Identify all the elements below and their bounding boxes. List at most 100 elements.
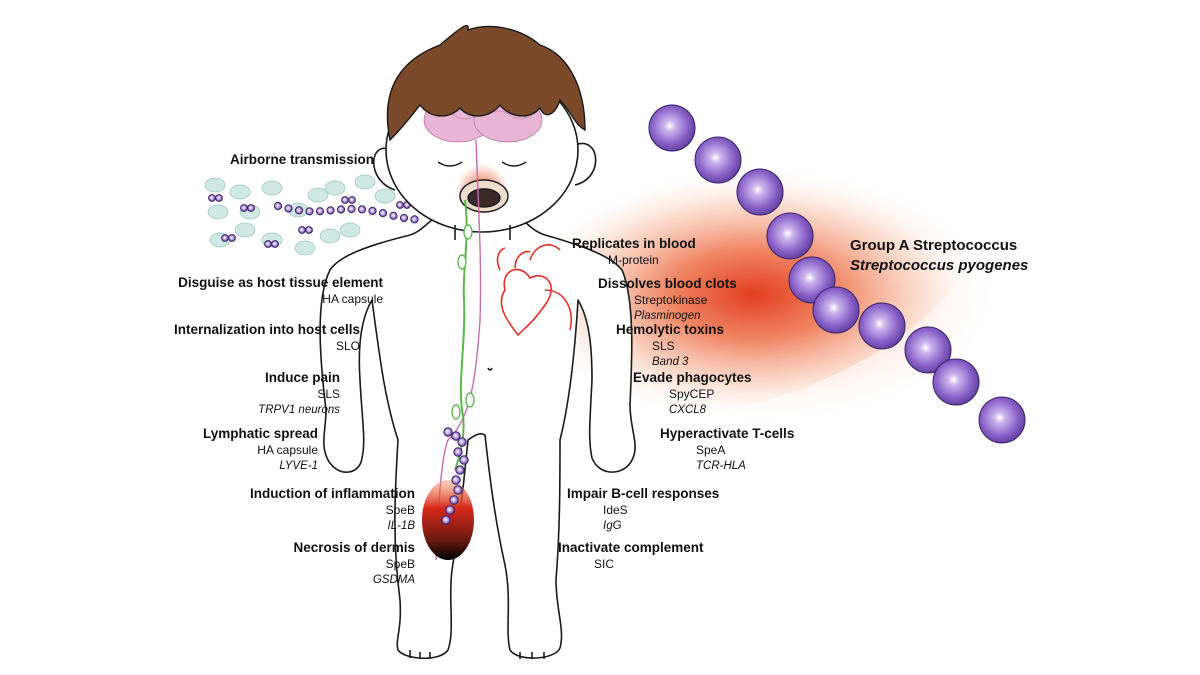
coccus-cell xyxy=(451,475,461,485)
coccus-cell xyxy=(305,226,313,234)
virulence-factor: SIC xyxy=(594,557,615,571)
droplet xyxy=(234,222,256,238)
host-target: Plasminogen xyxy=(634,310,701,322)
bacterium-species: Streptococcus pyogenes xyxy=(850,257,1029,274)
coccus-cell xyxy=(932,358,980,406)
coccus-cell xyxy=(389,211,398,220)
coccus-cell xyxy=(453,447,463,457)
coccus-cell xyxy=(357,205,367,214)
coccus-cell xyxy=(648,104,696,152)
virulence-factor: SpeB xyxy=(385,557,415,571)
annotation-title: Induce pain xyxy=(264,370,340,385)
gas-chain xyxy=(648,104,1026,444)
virulence-factor: SpyCEP xyxy=(669,387,715,401)
coccus-cell xyxy=(284,204,293,213)
heart xyxy=(496,244,572,337)
coccus-cell xyxy=(694,136,742,184)
virulence-factor: HA capsule xyxy=(257,443,318,457)
coccus-cell xyxy=(459,455,469,465)
coccus-cell xyxy=(221,234,229,242)
coccus-cell xyxy=(766,212,814,260)
host-target: IL-1B xyxy=(387,520,416,532)
coccus-cell xyxy=(341,196,349,204)
droplet xyxy=(229,184,251,200)
coccus-cell xyxy=(455,465,465,475)
coccus-cell xyxy=(348,196,356,204)
coccus-cell xyxy=(410,215,419,224)
droplet xyxy=(319,228,341,244)
host-target: LYVE-1 xyxy=(279,460,318,472)
coccus-cell xyxy=(208,194,216,202)
coccus-cell xyxy=(812,286,860,334)
coccus-cell xyxy=(298,226,306,234)
coccus-cell xyxy=(396,201,404,209)
droplet xyxy=(307,187,329,203)
annotation-airborne: Airborne transmission xyxy=(230,152,374,168)
coccus-cell xyxy=(326,206,335,215)
host-target: Band 3 xyxy=(652,356,689,368)
droplet xyxy=(261,180,283,196)
droplet xyxy=(324,180,346,196)
coccus-cell xyxy=(858,302,906,350)
coccus-cell xyxy=(441,515,451,525)
coccus-cell xyxy=(228,234,236,242)
face xyxy=(437,161,527,216)
coccus-cell xyxy=(271,240,279,248)
coccus-cell xyxy=(273,201,283,211)
coccus-cell xyxy=(978,396,1026,444)
droplet xyxy=(204,177,226,193)
bacterium-label: Group A Streptococcus Streptococcus pyog… xyxy=(850,236,1028,276)
virulence-factor: SLO xyxy=(335,339,360,353)
host-target: IgG xyxy=(603,520,622,532)
annotation-title: Inactivate complement xyxy=(558,540,704,555)
lymph-nodes xyxy=(451,224,475,420)
annotation-title: Induction of inflammation xyxy=(250,486,415,501)
host-target: GSDMA xyxy=(372,574,415,586)
coccus-cell xyxy=(347,204,356,214)
virulence-factor: M-protein xyxy=(608,253,659,267)
lymphatic-vessel xyxy=(454,199,468,471)
coccus-cell xyxy=(399,213,409,223)
coccus-cell xyxy=(215,194,223,202)
host-target: CXCL8 xyxy=(669,404,707,416)
droplet xyxy=(339,222,361,238)
coccus-cell xyxy=(240,204,248,212)
virulence-factor: SLS xyxy=(317,387,340,401)
virulence-factor: HA capsule xyxy=(322,292,383,306)
annotation-title: Internalization into host cells xyxy=(173,322,360,337)
annotation-title: Evade phagocytes xyxy=(633,370,752,385)
airborne-droplets xyxy=(204,174,419,256)
droplet xyxy=(354,174,376,190)
coccus-cell xyxy=(315,207,325,216)
virulence-factor: SpeB xyxy=(385,503,415,517)
virulence-factor: SpeA xyxy=(696,443,726,457)
coccus-cell xyxy=(368,206,377,215)
hair xyxy=(386,25,586,142)
coccus-cell xyxy=(378,209,388,218)
coccus-cell xyxy=(451,431,461,441)
annotation-title: Hemolytic toxins xyxy=(616,322,725,337)
droplet xyxy=(294,240,316,256)
coccus-cell xyxy=(264,240,272,248)
droplet xyxy=(374,188,396,204)
virulence-factor: IdeS xyxy=(603,503,628,517)
annotation-title: Lymphatic spread xyxy=(202,426,318,441)
coccus-cell xyxy=(457,437,467,447)
host-target: TCR-HLA xyxy=(696,460,746,472)
coccus-cell xyxy=(294,206,304,215)
coccus-cell xyxy=(736,168,784,216)
coccus-cell xyxy=(449,495,459,505)
annotation-title: Replicates in blood xyxy=(572,236,696,251)
coccus-cell xyxy=(904,326,952,374)
